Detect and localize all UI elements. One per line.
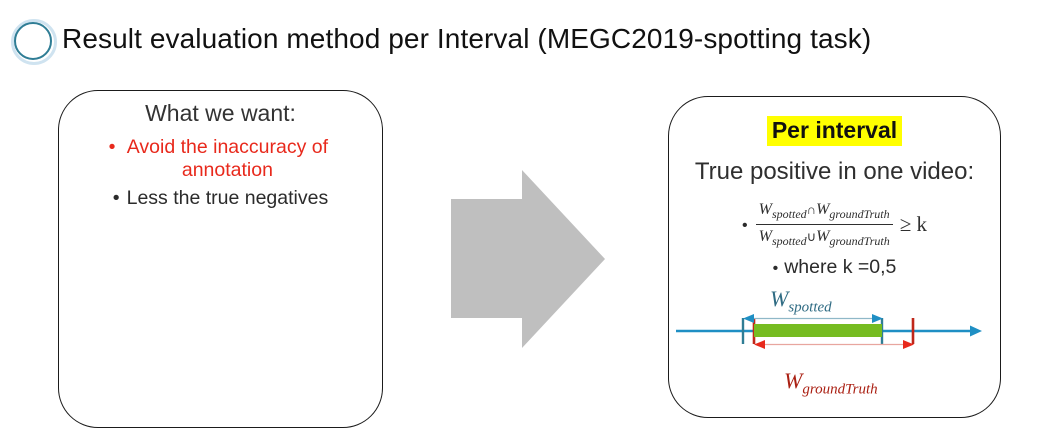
slide-title-row: Result evaluation method per Interval (M…: [8, 10, 1038, 68]
bullet-marker: •: [112, 187, 120, 209]
union-operator: ∪: [806, 229, 817, 245]
w-subscript: groundTruth: [829, 234, 890, 249]
k-condition-line: • where k =0,5: [668, 256, 1001, 279]
per-interval-content: Per interval True positive in one video:…: [668, 96, 1001, 418]
w-groundtruth-diagram-label: WgroundTruth: [784, 368, 878, 398]
per-interval-heading-wrap: Per interval: [668, 116, 1001, 147]
w-subscript: groundTruth: [802, 381, 878, 398]
groundtruth-span-right-arrow: [903, 340, 914, 349]
k-bullet-marker: •: [772, 260, 779, 277]
w-subscript: groundTruth: [829, 207, 890, 222]
spotted-span-left-arrow: [743, 314, 754, 323]
w-symbol: W: [816, 201, 830, 218]
list-item: • Avoid the inaccuracy of annotation: [58, 136, 383, 182]
list-item: • Less the true negatives: [58, 187, 383, 210]
w-subscript: spotted: [771, 234, 807, 249]
right-block-arrow-icon: [451, 170, 605, 348]
numerator-w-groundtruth: WgroundTruth: [816, 201, 890, 222]
iou-numerator: Wspotted∩WgroundTruth: [755, 199, 893, 226]
intersection-operator: ∩: [806, 202, 817, 217]
formula-bullet-marker: •: [742, 216, 748, 234]
interval-overlap-diagram: Wspotted WgroundTruth: [674, 286, 996, 398]
denominator-w-spotted: Wspotted: [758, 228, 807, 249]
numerator-w-spotted: Wspotted: [758, 201, 807, 222]
iou-denominator: Wspotted∪WgroundTruth: [756, 225, 893, 250]
w-symbol: W: [770, 286, 789, 311]
timeline-svg: [676, 314, 982, 349]
per-interval-highlight-label: Per interval: [766, 116, 903, 147]
time-axis-arrowhead: [970, 325, 982, 337]
per-interval-panel: [668, 96, 1001, 418]
what-we-want-heading: What we want:: [145, 100, 296, 126]
list-item-label: Less the true negatives: [126, 187, 329, 209]
spotted-span-right-arrow: [872, 314, 883, 323]
circle-outer-glow: [11, 19, 57, 65]
overlap-bar: [754, 324, 882, 337]
groundtruth-span-left-arrow: [754, 340, 765, 349]
k-condition-label: where k =0,5: [784, 256, 897, 278]
true-positive-subheading: True positive in one video:: [694, 158, 975, 185]
bullet-marker: •: [108, 136, 116, 158]
arrow-shape: [451, 170, 605, 348]
w-symbol: W: [784, 368, 803, 393]
list-item-label: Avoid the inaccuracy of annotation: [126, 136, 329, 181]
what-we-want-content: What we want: • Avoid the inaccuracy of …: [58, 100, 383, 210]
iou-fraction: Wspotted∩WgroundTruth Wspotted∪WgroundTr…: [755, 199, 893, 250]
w-subscript: spotted: [788, 299, 832, 316]
circle-outline-icon: [8, 16, 57, 65]
w-spotted-diagram-label: Wspotted: [770, 286, 832, 316]
w-symbol: W: [758, 228, 772, 246]
circle-ring: [14, 22, 52, 60]
what-we-want-panel: [58, 90, 383, 428]
w-subscript: spotted: [772, 207, 807, 222]
iou-formula: • Wspotted∩WgroundTruth Wspotted∪Wground…: [668, 199, 1001, 250]
formula-relation: ≥ k: [899, 212, 927, 237]
w-symbol: W: [758, 201, 772, 218]
denominator-w-groundtruth: WgroundTruth: [816, 228, 890, 249]
w-symbol: W: [816, 228, 830, 246]
page-title: Result evaluation method per Interval (M…: [62, 23, 872, 54]
